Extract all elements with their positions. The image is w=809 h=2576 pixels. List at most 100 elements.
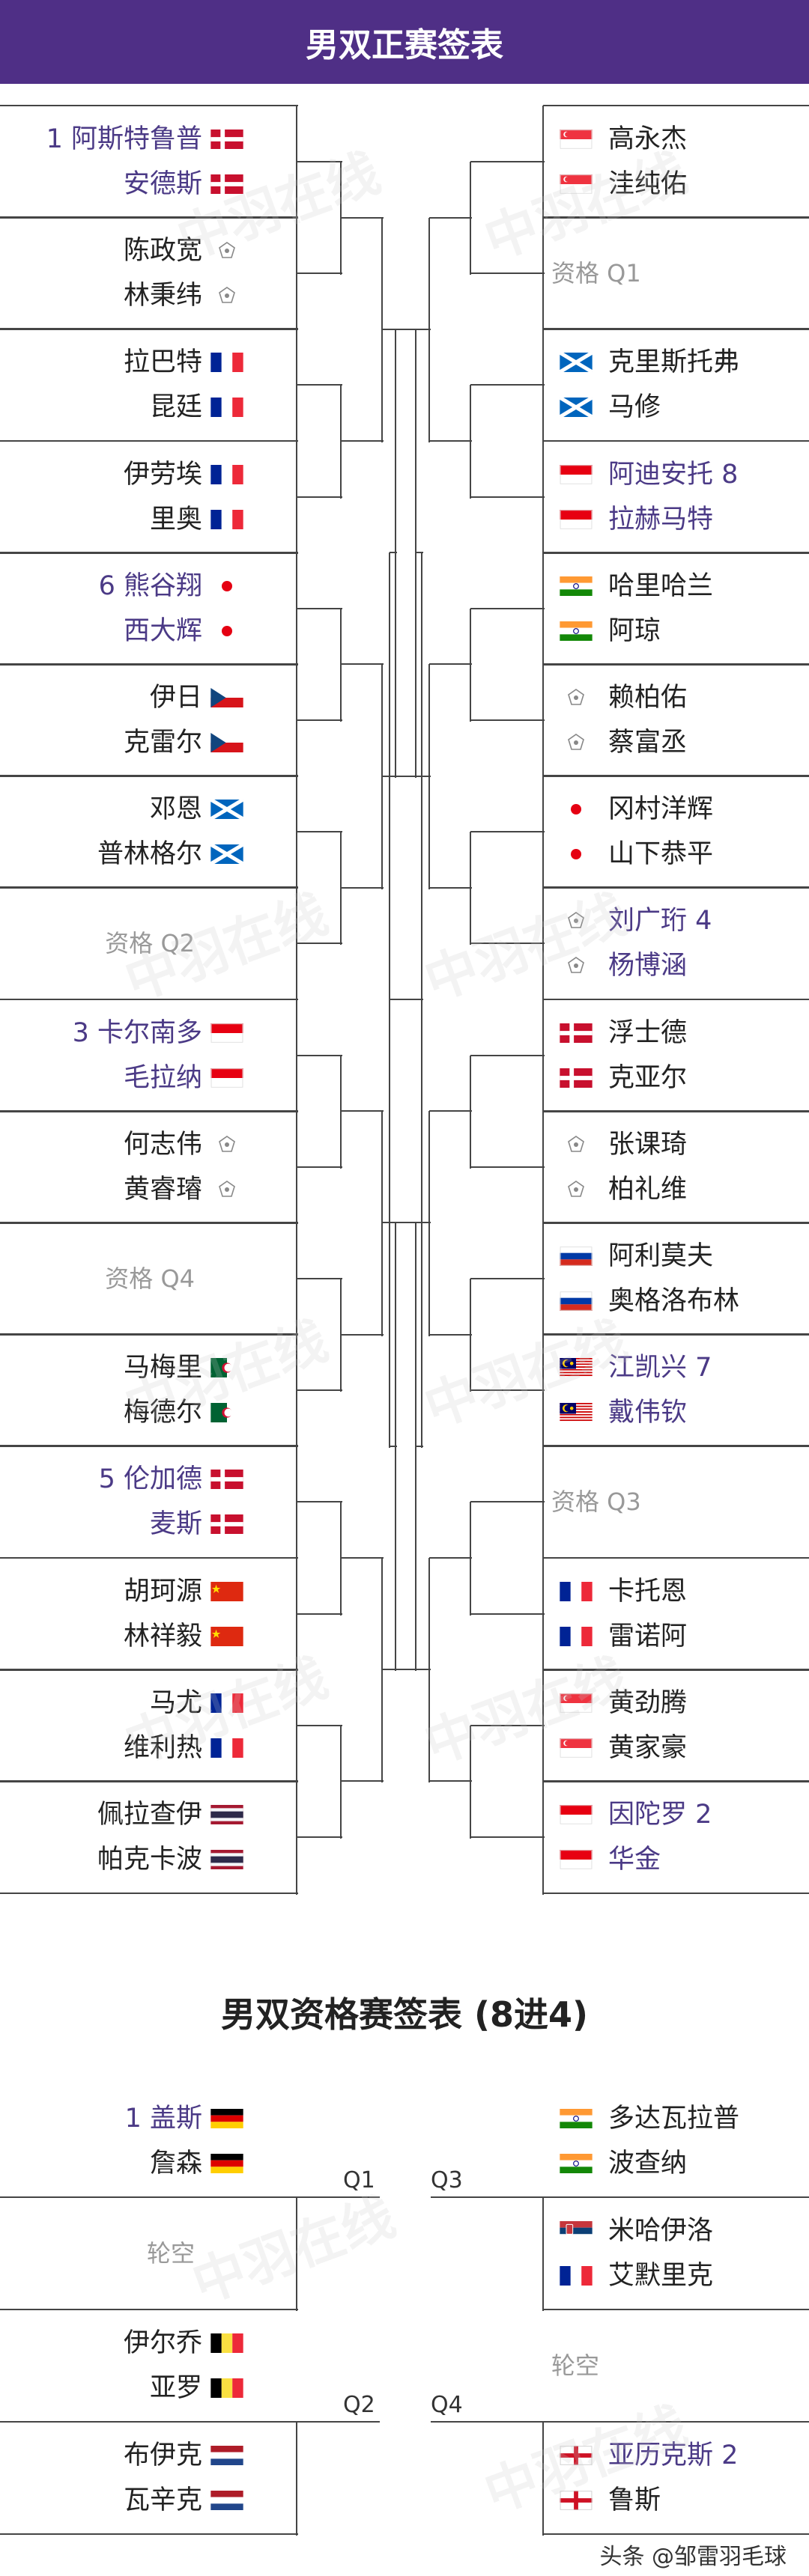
player-name: 克雷尔	[123, 728, 202, 758]
id-flag	[210, 1023, 243, 1043]
bracket-line	[543, 2533, 809, 2535]
bracket-line	[542, 1781, 544, 1895]
bracket-line	[296, 1110, 297, 1225]
fr-flag	[560, 1581, 593, 1601]
in-flag	[560, 2109, 593, 2128]
bracket-line	[296, 217, 297, 332]
bracket-line	[0, 1780, 298, 1782]
bracket-line	[0, 328, 298, 330]
bracket-line	[470, 384, 545, 386]
my-flag	[560, 1358, 593, 1378]
bracket-line	[429, 886, 472, 889]
player-name: 梅德尔	[123, 1398, 202, 1428]
dk-flag	[210, 174, 243, 194]
bracket-line	[542, 2422, 544, 2536]
player-name: 西大辉	[123, 615, 202, 646]
bracket-line	[429, 1780, 472, 1782]
player-name: 林秉纬	[123, 281, 202, 311]
player-name: 克里斯托弗	[608, 347, 740, 378]
player-name: 昆廷	[149, 392, 202, 423]
qualifier-slot: 资格 Q1	[551, 259, 641, 288]
player-name: 伊尔乔	[123, 2328, 202, 2358]
player-name: 佩拉查伊	[97, 1800, 202, 1830]
be-flag	[210, 2333, 243, 2353]
bracket-line	[470, 161, 545, 162]
player-name: 1 阿斯特鲁普	[46, 124, 202, 154]
player-name: 1 盖斯	[124, 2104, 202, 2134]
bracket-line	[340, 1279, 342, 1392]
player-name: 3 卡尔南多	[72, 1017, 202, 1048]
bracket-line	[542, 440, 544, 555]
player-name: 亚罗	[149, 2373, 202, 2403]
bracket-line	[470, 1054, 545, 1056]
bracket-line	[0, 2421, 298, 2423]
qualifier-slot: 资格 Q4	[105, 1264, 195, 1293]
player-name: 陈政宽	[123, 236, 202, 267]
bracket-line	[543, 1333, 809, 1336]
bracket-line	[396, 1222, 431, 1224]
bracket-line	[470, 1055, 471, 1169]
player-name: 多达瓦拉普	[608, 2104, 740, 2134]
bracket-line	[297, 2421, 380, 2423]
player-name: 阿迪安托 8	[608, 459, 739, 490]
tpe-emblem-icon	[219, 1135, 235, 1152]
bracket-line	[296, 1557, 297, 1672]
bracket-line	[543, 2421, 809, 2423]
bracket-line	[297, 2196, 380, 2198]
bracket-line	[0, 1445, 298, 1447]
player-name: 拉赫马特	[608, 504, 714, 535]
bracket-line	[296, 1781, 297, 1895]
jp-flag-dot	[571, 804, 581, 815]
bracket-line	[543, 105, 809, 106]
bracket-line	[0, 1109, 298, 1112]
player-name: 伊劳埃	[123, 459, 202, 490]
player-name: 维利热	[123, 1732, 202, 1763]
bracket-line	[396, 775, 431, 777]
bracket-line	[416, 1445, 423, 1447]
bracket-line	[543, 1893, 809, 1894]
bracket-line	[542, 999, 544, 1113]
dk-flag	[210, 1514, 243, 1535]
bracket-line	[341, 663, 384, 666]
bracket-line	[341, 886, 384, 889]
player-name: 伊日	[149, 683, 202, 713]
bracket-line	[470, 1279, 471, 1392]
bracket-line	[297, 1501, 342, 1503]
bracket-line	[542, 664, 544, 778]
th-flag	[210, 1850, 243, 1869]
qualifier-slot: 资格 Q3	[551, 1488, 641, 1517]
bracket-line	[296, 329, 297, 443]
player-name: 亚历克斯 2	[608, 2440, 739, 2470]
bracket-line	[542, 106, 544, 219]
player-name: 因陀罗 2	[608, 1800, 712, 1830]
bracket-line	[543, 1445, 809, 1447]
bracket-line	[543, 1222, 809, 1223]
bracket-line	[0, 2533, 298, 2535]
player-name: 张课琦	[608, 1129, 688, 1160]
bracket-line	[470, 1389, 545, 1392]
bracket-line	[543, 328, 809, 330]
bracket-line	[297, 719, 342, 721]
fr-flag	[210, 1693, 243, 1713]
player-name: 高永杰	[608, 124, 688, 154]
player-name: 帕克卡波	[97, 1845, 202, 1875]
tpe-emblem-icon	[568, 957, 584, 974]
bracket-line	[470, 272, 545, 275]
bracket-line	[341, 1110, 384, 1112]
bracket-line	[296, 552, 297, 666]
bracket-line	[0, 663, 298, 665]
bracket-line	[543, 1109, 809, 1112]
player-name: 布伊克	[123, 2440, 202, 2470]
player-name: 邓恩	[149, 794, 202, 825]
fr-flag	[210, 353, 243, 373]
bracket-line	[341, 216, 384, 219]
bracket-line	[296, 664, 297, 778]
player-name: 黄睿璿	[123, 1174, 202, 1205]
nl-flag	[210, 2446, 243, 2465]
bracket-line	[0, 216, 298, 219]
player-name: 阿利莫夫	[608, 1241, 714, 1271]
player-name: 麦斯	[149, 1509, 202, 1540]
bye-slot: 轮空	[146, 2239, 195, 2268]
player-name: 6 熊谷翔	[98, 570, 202, 601]
